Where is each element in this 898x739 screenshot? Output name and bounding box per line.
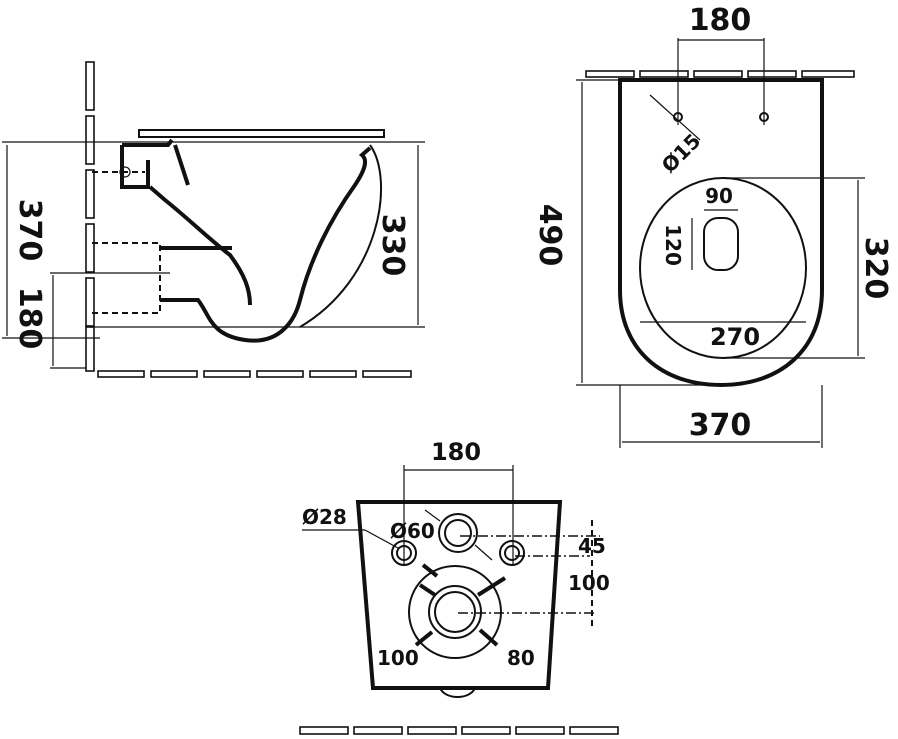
waste-outlet-outer (408, 565, 502, 659)
dim-outlet-length: 120 (661, 224, 685, 266)
floor-blocks-rear (299, 726, 619, 735)
rear-bottom-tab (439, 687, 476, 698)
wall-block (85, 223, 95, 273)
dim-length: 490 (532, 204, 567, 267)
dim-outlet-width: 90 (705, 184, 733, 208)
dim-outlet-outer: 100 (377, 646, 419, 670)
floor-block (299, 726, 349, 735)
dim-outlet-height: 180 (12, 287, 47, 350)
floor-block (515, 726, 565, 735)
dim-opening-width: 270 (710, 323, 760, 351)
wall-block (85, 277, 95, 327)
dim-bolt-diameter: Ø28 (302, 505, 347, 529)
floor-block (309, 370, 357, 378)
rear-view: 180 Ø28 Ø60 45 100 100 80 (299, 438, 619, 735)
wall-block (801, 70, 855, 78)
bowl-rim-edge (173, 144, 190, 186)
water-inlet (438, 513, 478, 553)
wall-block (85, 61, 95, 111)
top-dimension-lines (576, 38, 865, 448)
wall-blocks (85, 61, 95, 372)
dim-bowl-height: 330 (375, 214, 410, 277)
wall-block (693, 70, 743, 78)
bolt-hole-left (391, 540, 417, 566)
dim-outlet-inner: 80 (507, 646, 535, 670)
wall-block (85, 326, 95, 372)
floor-block (362, 370, 412, 378)
floor-block (203, 370, 251, 378)
top-view: 180 Ø15 490 320 270 90 120 370 (532, 3, 893, 448)
side-view: 370 330 180 (2, 61, 425, 378)
dim-inlet-offset: 45 (578, 534, 606, 558)
floor-block (150, 370, 198, 378)
bowl-trap-profile (160, 146, 372, 343)
hidden-pipe-lines (92, 171, 161, 314)
floor-block (97, 370, 145, 378)
dim-hole-diameter: Ø15 (657, 129, 706, 178)
floor-block (407, 726, 457, 735)
floor-block (353, 726, 403, 735)
floor-block (256, 370, 304, 378)
side-dimension-lines (2, 141, 425, 369)
bowl-inner-profile (120, 138, 252, 306)
wall-block (85, 115, 95, 165)
dim-outlet-offset: 100 (568, 571, 610, 595)
dim-bolt-spacing: 180 (431, 438, 481, 466)
dim-opening-length: 320 (858, 237, 893, 300)
dim-inlet-diameter: Ø60 (390, 519, 435, 543)
floor-blocks (97, 370, 412, 378)
bolt-hole-right (499, 540, 525, 566)
floor-block (461, 726, 511, 735)
rear-outline (355, 500, 563, 690)
outlet-opening (703, 217, 739, 271)
wall-block (585, 70, 635, 78)
dim-total-height: 370 (12, 199, 47, 262)
seat-lid (138, 129, 385, 138)
wall-blocks-top (585, 70, 855, 78)
wall-block (747, 70, 797, 78)
wall-block (85, 169, 95, 219)
floor-block (569, 726, 619, 735)
dim-hole-spacing: 180 (689, 3, 752, 38)
bowl-outer-profile (299, 144, 382, 328)
bowl-outline (618, 78, 824, 388)
waste-outlet-inner (428, 585, 482, 639)
inlet-circle (119, 166, 131, 178)
wall-block (639, 70, 689, 78)
dim-width: 370 (689, 408, 752, 443)
